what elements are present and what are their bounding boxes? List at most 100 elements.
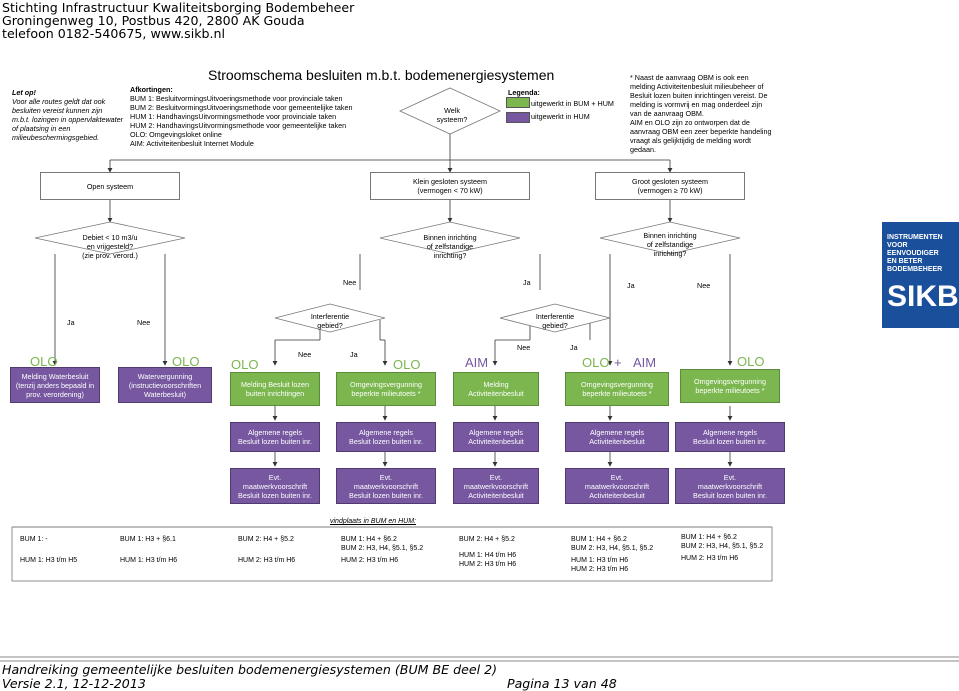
vindplaats-hum: HUM 1: H3 t/m H6: [571, 557, 629, 564]
node-line: maatwerkvoorschrift: [697, 481, 763, 491]
footnote: * Naast de aanvraag OBM is ook een meldi…: [630, 73, 771, 154]
node-line: Besluit lozen buiten inr.: [238, 490, 312, 500]
org-name: Stichting Infrastructuur Kwaliteitsborgi…: [2, 0, 355, 15]
label-nee: Nee: [697, 281, 711, 290]
footer-title: Handreiking gemeentelijke besluiten bode…: [2, 662, 498, 677]
vindplaats-bum: BUM 2: H3, H4, §5.1, §5.2: [571, 545, 654, 552]
logo-line: INSTRUMENTEN: [887, 234, 943, 241]
abbr-line: BUM 1: BesluitvormingsUitvoeringsmethode…: [130, 94, 343, 103]
node-line: Melding Besluit lozen: [241, 380, 309, 389]
node-klein-gesloten: Klein gesloten systeem(vermogen < 70 kW): [370, 172, 530, 200]
vindplaats-hum: HUM 2: H3 t/m H6: [459, 561, 517, 568]
footnote-line: vraagt als gelijktijdig de melding wordt: [630, 136, 752, 145]
label-ja: Ja: [627, 281, 635, 290]
node-line: maatwerkvoorschrift: [584, 481, 650, 491]
node-line: (vermogen ≥ 70 kW): [637, 186, 703, 195]
abbr-line: HUM 2: HandhavingsUitvormingsmethode voo…: [130, 121, 347, 130]
decision-text: Welk systeem?: [432, 106, 472, 124]
legend-head: Legenda:: [508, 88, 540, 97]
node-line: Algemene regels: [469, 428, 523, 437]
footer-version: Versie 2.1, 12-12-2013: [2, 676, 146, 691]
node-line: Algemene regels: [359, 428, 413, 437]
decision-line: inrichting?: [653, 249, 687, 258]
footnote-line: aanvraag OBM een zeer beperkte handeling: [630, 127, 772, 136]
vindplaats-bum: BUM 1: H4 + §6.2: [341, 536, 397, 543]
node-line: maatwerkvoorschrift: [242, 481, 308, 491]
node-line: Omgevingsvergunning: [350, 380, 422, 389]
node-line: maatwerkvoorschrift: [463, 481, 529, 491]
node-line: Besluit lozen buiten inr.: [349, 490, 423, 500]
node-line: Waterbesluit): [143, 389, 187, 399]
logo-line: VOOR EENVOUDIGER: [887, 242, 939, 257]
node-line: Groot gesloten systeem: [632, 177, 708, 186]
node-line: Melding Waterbesluit: [21, 371, 89, 381]
node-line: Besluit lozen buiten inr.: [693, 490, 767, 500]
vindplaats-hum: HUM 1: H3 t/m H6: [120, 557, 178, 564]
note-line: milieubeschermingsgebied.: [12, 133, 100, 142]
node-line: Activiteitenbesluit: [468, 490, 524, 500]
node-line: (instructievoorschriften: [128, 380, 202, 390]
decision-line: inrichting?: [433, 251, 467, 260]
decision-line: Debiet < 10 m3/u: [82, 233, 138, 242]
decision-line: Interferentie: [535, 312, 575, 321]
decision-line: gebied?: [317, 321, 343, 330]
decision-interferentie-2: [499, 303, 611, 333]
label-nee: Nee: [343, 278, 357, 287]
footer-page: Pagina 13 van 48: [507, 676, 617, 691]
node-line: maatwerkvoorschrift: [353, 481, 419, 491]
label-nee: Nee: [517, 343, 531, 352]
aim-label: AIM: [465, 355, 489, 370]
note-head: Let op!: [12, 88, 36, 97]
decision-line: gebied?: [542, 321, 568, 330]
vindplaats-head: vindplaats in BUM en HUM:: [330, 518, 416, 525]
node-line: Evt.: [610, 472, 624, 482]
label-nee: Nee: [298, 350, 312, 359]
decision-line: Binnen inrichting: [643, 231, 697, 240]
note-line: of plaatsing in een: [12, 124, 71, 133]
label-ja: Ja: [570, 343, 578, 352]
olo-label: OLO: [30, 354, 58, 369]
olo-label: OLO: [231, 357, 259, 372]
note-line: besluiten vereist kunnen zijn: [12, 106, 103, 115]
footnote-line: gedaan.: [630, 145, 656, 154]
footnote-line: AIM en OLO zijn zo ontworpen dat de: [630, 118, 750, 127]
node-line: Evt.: [489, 472, 503, 482]
note-line: m.b.t. lozingen in oppervlaktewater: [12, 115, 124, 124]
decision-text: Interferentie gebied?: [290, 312, 370, 330]
node-line: Melding: [483, 380, 509, 389]
decision-binnen-inrichting-1: [379, 221, 521, 255]
vindplaats-bum: BUM 1: -: [20, 536, 48, 543]
decision-text: Binnen inrichting of zelfstandige inrich…: [400, 233, 500, 260]
node-line: Besluit lozen buiten inr.: [238, 437, 312, 446]
legend-swatch-green: [506, 97, 530, 108]
legend-swatch-purple: [506, 112, 530, 123]
vindplaats-bum: BUM 1: H4 + §6.2: [681, 534, 737, 541]
note-box: Let op! Voor alle routes geldt dat ook b…: [12, 88, 123, 142]
abbr-line: OLO: Omgevingsloket online: [130, 130, 222, 139]
node-line: (tenzij anders bepaald in: [15, 380, 95, 390]
legend-label-purple: uitgewerkt in HUM: [531, 112, 590, 121]
vindplaats-hum: HUM 2: H3 t/m H6: [681, 555, 739, 562]
node-open-systeem: Open systeem: [40, 172, 180, 200]
logo-word: SIKB: [887, 280, 959, 313]
vindplaats-bum: BUM 2: H4 + §5.2: [459, 536, 515, 543]
node-line: prov. verordening): [26, 389, 84, 399]
org-contact: telefoon 0182-540675, www.sikb.nl: [2, 26, 226, 41]
label-nee: Nee: [137, 318, 151, 327]
decision-welk-systeem: [399, 87, 501, 135]
node-line: Activiteitenbesluit: [468, 437, 524, 446]
node-text: Open systeem: [86, 181, 134, 191]
logo-line: EN BETER: [887, 258, 923, 265]
footnote-line: melding Activiteitenbesluit milieubeheer…: [630, 82, 764, 91]
node-line: Activiteitenbesluit: [589, 490, 645, 500]
